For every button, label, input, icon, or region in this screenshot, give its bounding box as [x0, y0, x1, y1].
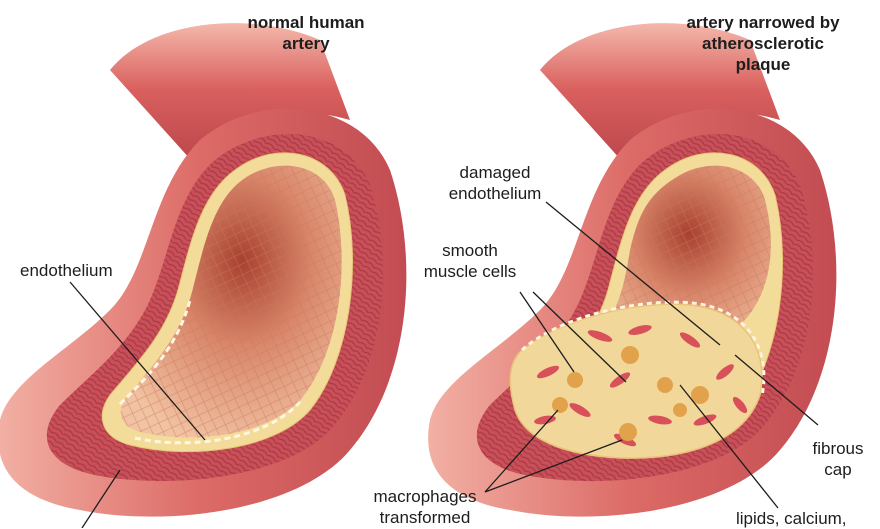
smooth-muscle-cell [693, 414, 717, 426]
macrophage [657, 377, 673, 393]
leader-line-smooth-muscle-1 [519, 291, 575, 373]
smooth-muscle-cells-label: smooth muscle cells [423, 241, 517, 281]
leader-lines [69, 201, 819, 528]
smooth-muscle-cell [732, 396, 748, 414]
macrophage [552, 397, 568, 413]
macrophage [673, 403, 687, 417]
smooth-muscle-cell [587, 330, 613, 342]
leader-line-muscle-wall [81, 469, 121, 528]
lipids-calcium-label: lipids, calcium, [736, 509, 847, 528]
leader-line-endothelium [69, 281, 206, 441]
leader-line-smooth-muscle-2 [532, 291, 627, 383]
smooth-muscle-cell [716, 364, 734, 380]
leader-line-macrophages-2 [484, 439, 623, 493]
smooth-muscle-cell [536, 365, 560, 379]
smooth-muscle-cell [569, 403, 591, 417]
fibrous-cap-label: fibrous cap [812, 439, 864, 479]
macrophage [567, 372, 583, 388]
smooth-muscle-cell [679, 332, 701, 348]
leader-line-damaged-endothelium [545, 201, 721, 346]
narrowed-artery-tube [540, 23, 780, 170]
endothelium-label: endothelium [20, 261, 113, 280]
normal-artery-title: normal human artery [247, 13, 365, 53]
leader-line-lipids [679, 384, 779, 509]
plaque-cell-group [534, 325, 748, 447]
macrophage [619, 423, 637, 441]
normal-artery [0, 23, 407, 517]
smooth-muscle-cell [648, 415, 672, 425]
macrophage [621, 346, 639, 364]
fibrous-cap-rim [521, 300, 766, 397]
narrowed-artery-title: artery narrowed by atherosclerotic plaqu… [686, 13, 840, 74]
normal-artery-tube [110, 23, 350, 170]
normal-artery-endothelial-cells [118, 299, 302, 445]
damaged-endothelium-label: damaged endothelium [448, 163, 542, 203]
leader-line-fibrous-cap [734, 354, 819, 426]
macrophages-label: macrophages transformed [373, 487, 477, 527]
smooth-muscle-cell [628, 325, 652, 335]
normal-artery-lumen-texture [120, 165, 342, 438]
narrowed-artery [428, 23, 837, 517]
leader-line-macrophages-1 [484, 409, 559, 493]
smooth-muscle-cell [609, 372, 631, 388]
macrophage [691, 386, 709, 404]
